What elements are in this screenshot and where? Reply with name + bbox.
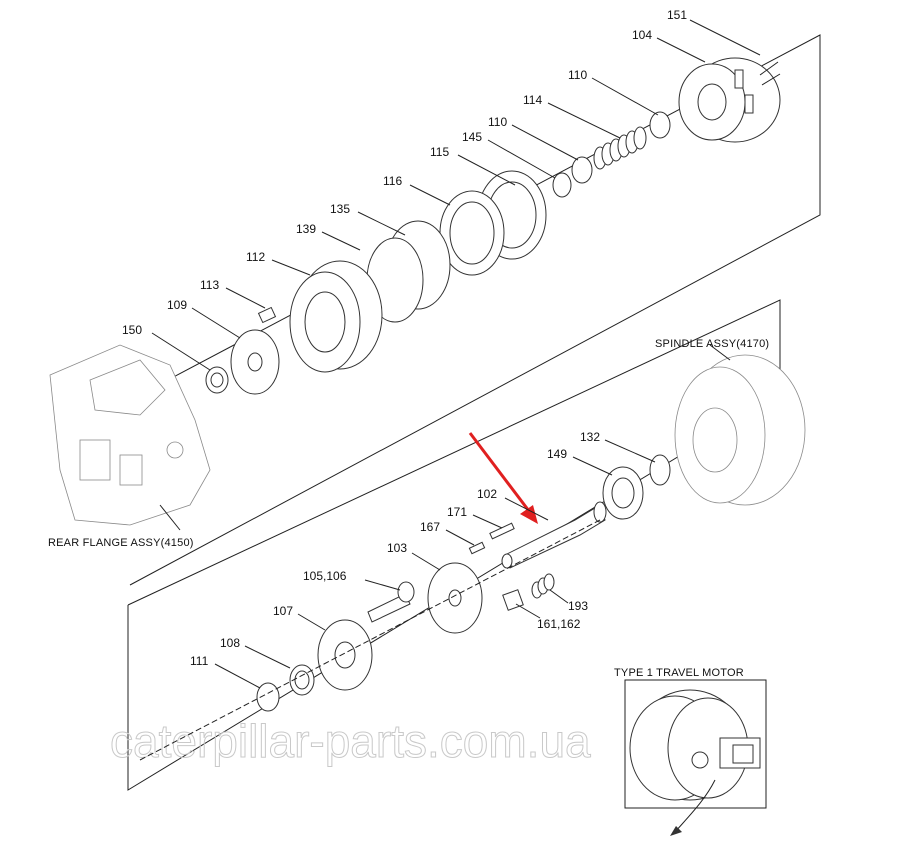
part-193-spring [531, 573, 555, 599]
part-102-shaft [501, 501, 607, 569]
rear-flange-assy-drawing [49, 344, 211, 526]
label-112: 112 [246, 250, 265, 264]
part-111-ring [256, 682, 280, 712]
label-travel-motor: TYPE 1 TRAVEL MOTOR [614, 667, 744, 679]
label-110-a: 110 [568, 68, 587, 82]
label-105-106: 105,106 [303, 569, 347, 583]
leader-lines [151, 19, 761, 689]
part-167-pin [468, 541, 486, 555]
label-135: 135 [330, 202, 350, 216]
part-110-ring-a [649, 111, 671, 139]
label-116: 116 [383, 174, 402, 188]
label-108: 108 [220, 636, 240, 650]
part-103-swash-plate [427, 562, 483, 634]
label-109: 109 [167, 298, 187, 312]
part-114-spring [593, 126, 647, 170]
label-132: 132 [580, 430, 600, 444]
part-149-bearing [602, 466, 644, 520]
label-167: 167 [420, 520, 440, 534]
part-116-plate [439, 190, 505, 276]
part-150-bearing [205, 366, 229, 394]
part-104-cylinder-block [678, 57, 781, 143]
label-103: 103 [387, 541, 407, 555]
highlight-arrow [468, 432, 538, 524]
label-104: 104 [632, 28, 652, 42]
label-193: 193 [568, 599, 588, 613]
spindle-assy-drawing [674, 354, 806, 506]
part-107-retainer [317, 619, 373, 691]
label-145: 145 [462, 130, 482, 144]
travel-motor-inset [624, 679, 767, 836]
label-149: 149 [547, 447, 567, 461]
label-113: 113 [200, 278, 219, 292]
label-111: 111 [190, 654, 209, 668]
part-110-ring-b [571, 156, 593, 184]
part-132-ring [649, 454, 671, 486]
part-109-plate [230, 329, 280, 395]
label-107: 107 [273, 604, 293, 618]
part-112-cam-ring [289, 260, 383, 373]
label-rear-flange-assy: REAR FLANGE ASSY(4150) [48, 537, 194, 549]
label-spindle-assy: SPINDLE ASSY(4170) [655, 338, 769, 350]
label-102: 102 [477, 487, 497, 501]
label-161-162: 161,162 [537, 617, 581, 631]
part-145-ring [552, 172, 572, 198]
axis-centerline [139, 519, 601, 761]
part-105-106-piston [367, 581, 415, 623]
label-110-b: 110 [488, 115, 507, 129]
watermark-text: caterpillar-parts.com.ua [110, 715, 591, 767]
label-150: 150 [122, 323, 142, 337]
label-115: 115 [430, 145, 449, 159]
label-139: 139 [296, 222, 316, 236]
label-151: 151 [667, 8, 687, 22]
part-171-pin [489, 522, 515, 540]
label-114: 114 [523, 93, 542, 107]
part-113-spring [257, 306, 277, 324]
label-171: 171 [447, 505, 467, 519]
part-161-162-plug [502, 589, 524, 611]
